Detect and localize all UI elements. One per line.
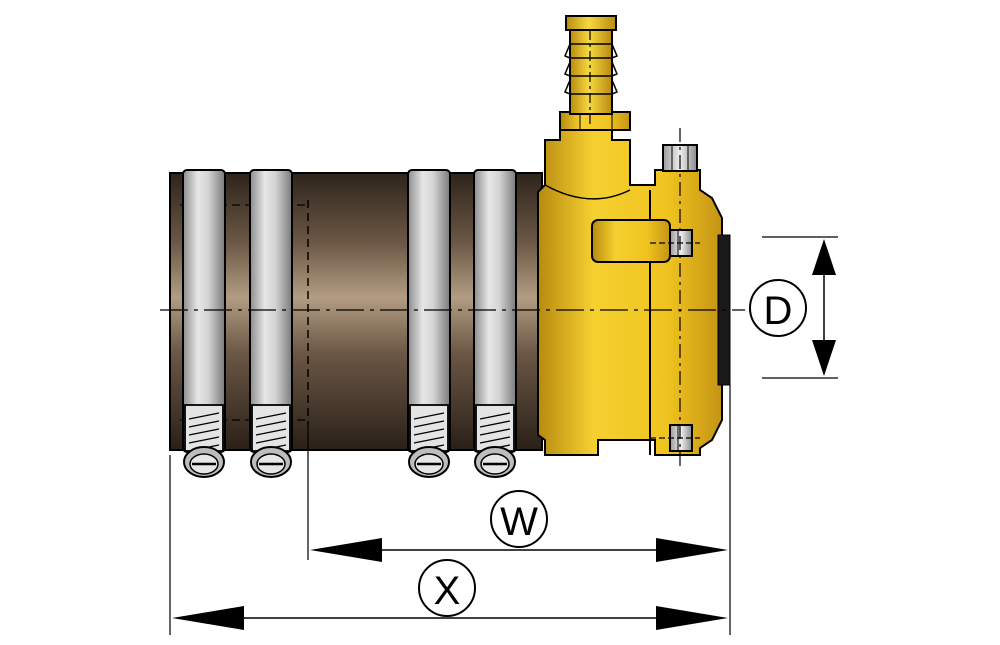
dimension-arrowheads — [172, 239, 836, 630]
label-d-text: D — [764, 289, 793, 333]
dimension-label-d: D — [749, 279, 807, 337]
hose-clamp — [473, 169, 517, 478]
hose-clamps — [182, 169, 517, 478]
hose-barb-fitting — [564, 15, 618, 115]
hose-clamp — [182, 169, 226, 478]
label-w-text: W — [500, 500, 538, 544]
hose-clamp — [249, 169, 293, 478]
centerlines — [160, 30, 745, 470]
label-x-text: X — [434, 569, 461, 613]
dimension-label-w: W — [490, 490, 548, 548]
brass-coupling — [537, 111, 731, 456]
hose-clamp — [407, 169, 451, 478]
dimension-lines — [169, 236, 838, 635]
dimension-label-x: X — [418, 559, 476, 617]
